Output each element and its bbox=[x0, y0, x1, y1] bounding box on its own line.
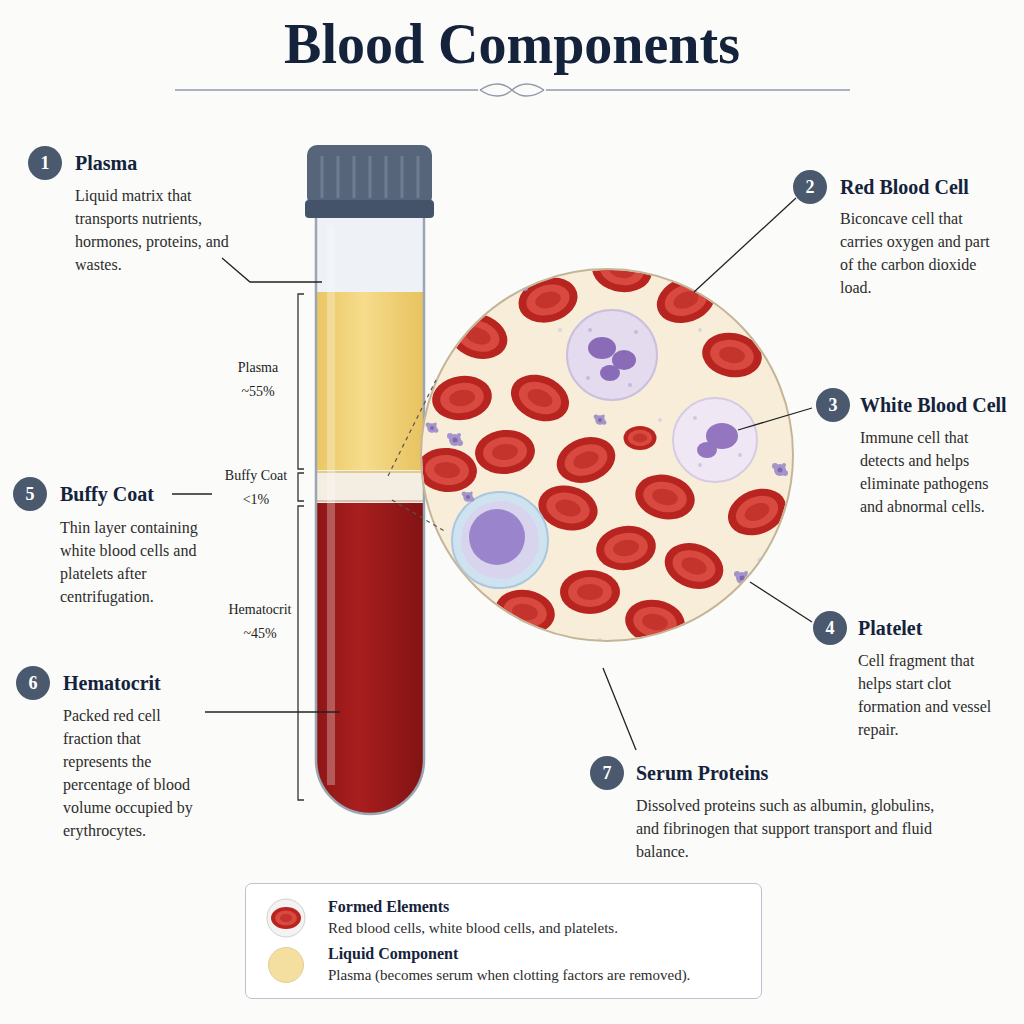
test-tube bbox=[305, 145, 434, 823]
callout-description: Packed red cell fraction that represents… bbox=[63, 704, 198, 842]
callout-heading: Plasma bbox=[75, 151, 137, 175]
callout-number: 3 bbox=[816, 388, 850, 422]
callout-description: Liquid matrix that transports nutrients,… bbox=[75, 184, 235, 276]
callout-description: Immune cell that detects and helps elimi… bbox=[860, 426, 1010, 518]
callout-heading: Red Blood Cell bbox=[840, 175, 969, 199]
legend-sample bbox=[266, 898, 306, 938]
title-rule bbox=[175, 84, 850, 96]
diagram-title: Blood Components bbox=[0, 14, 1024, 76]
callout-number: 6 bbox=[16, 666, 50, 700]
callout-number: 7 bbox=[590, 756, 624, 790]
callout: 5 Buffy CoatThin layer containing white b… bbox=[13, 477, 220, 608]
callout-description: Cell fragment that helps start clot form… bbox=[858, 649, 998, 741]
legend-label: Formed Elements bbox=[328, 896, 618, 918]
rbc-icon bbox=[266, 898, 306, 938]
magnified-view bbox=[415, 244, 793, 658]
callout: 6 HematocritPacked red cell fraction that… bbox=[16, 666, 198, 842]
callout: 2 Red Blood CellBiconcave cell that carri… bbox=[793, 170, 1000, 299]
callout-description: Biconcave cell that carries oxygen and p… bbox=[840, 207, 1000, 299]
legend-description: Red blood cells, white blood cells, and … bbox=[328, 918, 618, 939]
callout-heading: Platelet bbox=[858, 616, 922, 640]
legend-description: Plasma (becomes serum when clotting fact… bbox=[328, 965, 690, 986]
legend-box: Formed ElementsRed blood cells, white bl… bbox=[245, 883, 762, 999]
legend-swatch bbox=[268, 947, 304, 983]
callout-heading: White Blood Cell bbox=[860, 393, 1007, 417]
legend-row: Liquid ComponentPlasma (becomes serum wh… bbox=[266, 943, 741, 986]
callout-heading: Buffy Coat bbox=[60, 482, 154, 506]
callout-description: Dissolved proteins such as albumin, glob… bbox=[636, 794, 936, 863]
legend-row: Formed ElementsRed blood cells, white bl… bbox=[266, 896, 741, 939]
leader-line bbox=[172, 198, 812, 750]
tube-label: Plasma ~55% bbox=[226, 356, 290, 404]
legend-text: Liquid ComponentPlasma (becomes serum wh… bbox=[328, 943, 690, 986]
tube-label: Buffy Coat <1% bbox=[216, 464, 296, 512]
callout: 3 White Blood CellImmune cell that detect… bbox=[816, 388, 1010, 518]
callout-heading: Hematocrit bbox=[63, 671, 161, 695]
legend-text: Formed ElementsRed blood cells, white bl… bbox=[328, 896, 618, 939]
tube-label: Hematocrit ~45% bbox=[218, 598, 302, 646]
legend-label: Liquid Component bbox=[328, 943, 690, 965]
zoom-line bbox=[388, 380, 446, 532]
bracket bbox=[298, 294, 304, 800]
callout-number: 5 bbox=[13, 477, 47, 511]
callout: 1 PlasmaLiquid matrix that transports nut… bbox=[28, 146, 235, 276]
legend-sample bbox=[266, 945, 306, 985]
callout: 4 PlateletCell fragment that helps start … bbox=[813, 611, 998, 741]
callout-heading: Serum Proteins bbox=[636, 761, 768, 785]
callout: 7 Serum ProteinsDissolved proteins such a… bbox=[590, 756, 936, 863]
callout-number: 2 bbox=[793, 170, 827, 204]
callout-number: 1 bbox=[28, 146, 62, 180]
callout-number: 4 bbox=[813, 611, 847, 645]
callout-description: Thin layer containing white blood cells … bbox=[60, 516, 220, 608]
